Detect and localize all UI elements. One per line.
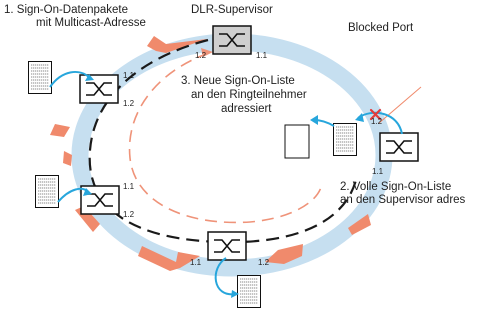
- ring-flow-arrows: [50, 36, 371, 271]
- ring-arrow-right: [348, 214, 371, 235]
- sign-on-packet-left-upper: [28, 61, 52, 94]
- step3-label-line2: an den Ringteilnehmer: [191, 89, 307, 101]
- port-label: 1.2: [258, 258, 270, 267]
- ring-arrow-bottom-right: [265, 244, 303, 264]
- port-label: 1.2: [123, 99, 135, 108]
- step2-label-line2: an den Supervisor adres: [340, 194, 466, 206]
- blocked-port-pointer: [378, 86, 422, 124]
- new-sign-on-list: [284, 124, 310, 159]
- link-left-upper: [49, 70, 91, 88]
- port-label: 1.2: [371, 117, 383, 126]
- ring-arrow-left-middle: [63, 151, 72, 166]
- switch-bottom[interactable]: [207, 231, 247, 261]
- step3-label-line1: 3. Neue Sign-On-Liste: [181, 75, 295, 87]
- blocked-port-x-icon: [369, 108, 382, 121]
- port-label: 1.2: [195, 51, 207, 60]
- step1-label-line2: mit Multicast-Adresse: [36, 17, 146, 29]
- dashed-path-black: [88, 38, 358, 244]
- step1-label-line1: 1. Sign-On-Datenpakete: [4, 4, 129, 16]
- step2-label-line1: 2. Volle Sign-On-Liste: [340, 181, 452, 193]
- salmon-arrowhead: [201, 48, 213, 57]
- blocked-port-label: Blocked Port: [348, 22, 414, 34]
- switch-left-upper[interactable]: [79, 74, 119, 104]
- port-label: 1.1: [123, 182, 135, 191]
- ring-arrow-top: [147, 36, 207, 53]
- port-label: 1.1: [372, 167, 384, 176]
- switch-left-lower[interactable]: [80, 185, 120, 215]
- port-label: 1.1: [190, 258, 202, 267]
- link-bottom: [214, 257, 237, 296]
- ring-arrow-bottom-left: [138, 246, 200, 271]
- port-label: 1.1: [123, 71, 135, 80]
- switch-right[interactable]: [379, 132, 419, 162]
- supervisor-label: DLR-Supervisor: [191, 4, 273, 16]
- dashed-path-salmon: [128, 52, 323, 224]
- ring-arrow-left-upper: [50, 124, 70, 137]
- sign-on-packet-left-lower: [35, 175, 59, 208]
- port-label: 1.2: [123, 210, 135, 219]
- full-sign-on-list: [333, 123, 357, 156]
- sign-on-packet-bottom: [237, 275, 261, 308]
- dlr-supervisor-switch[interactable]: [212, 25, 252, 55]
- packet-link-arrowheads: [83, 74, 364, 298]
- port-label: 1.1: [256, 51, 268, 60]
- step3-label-line3: adressiert: [221, 103, 272, 115]
